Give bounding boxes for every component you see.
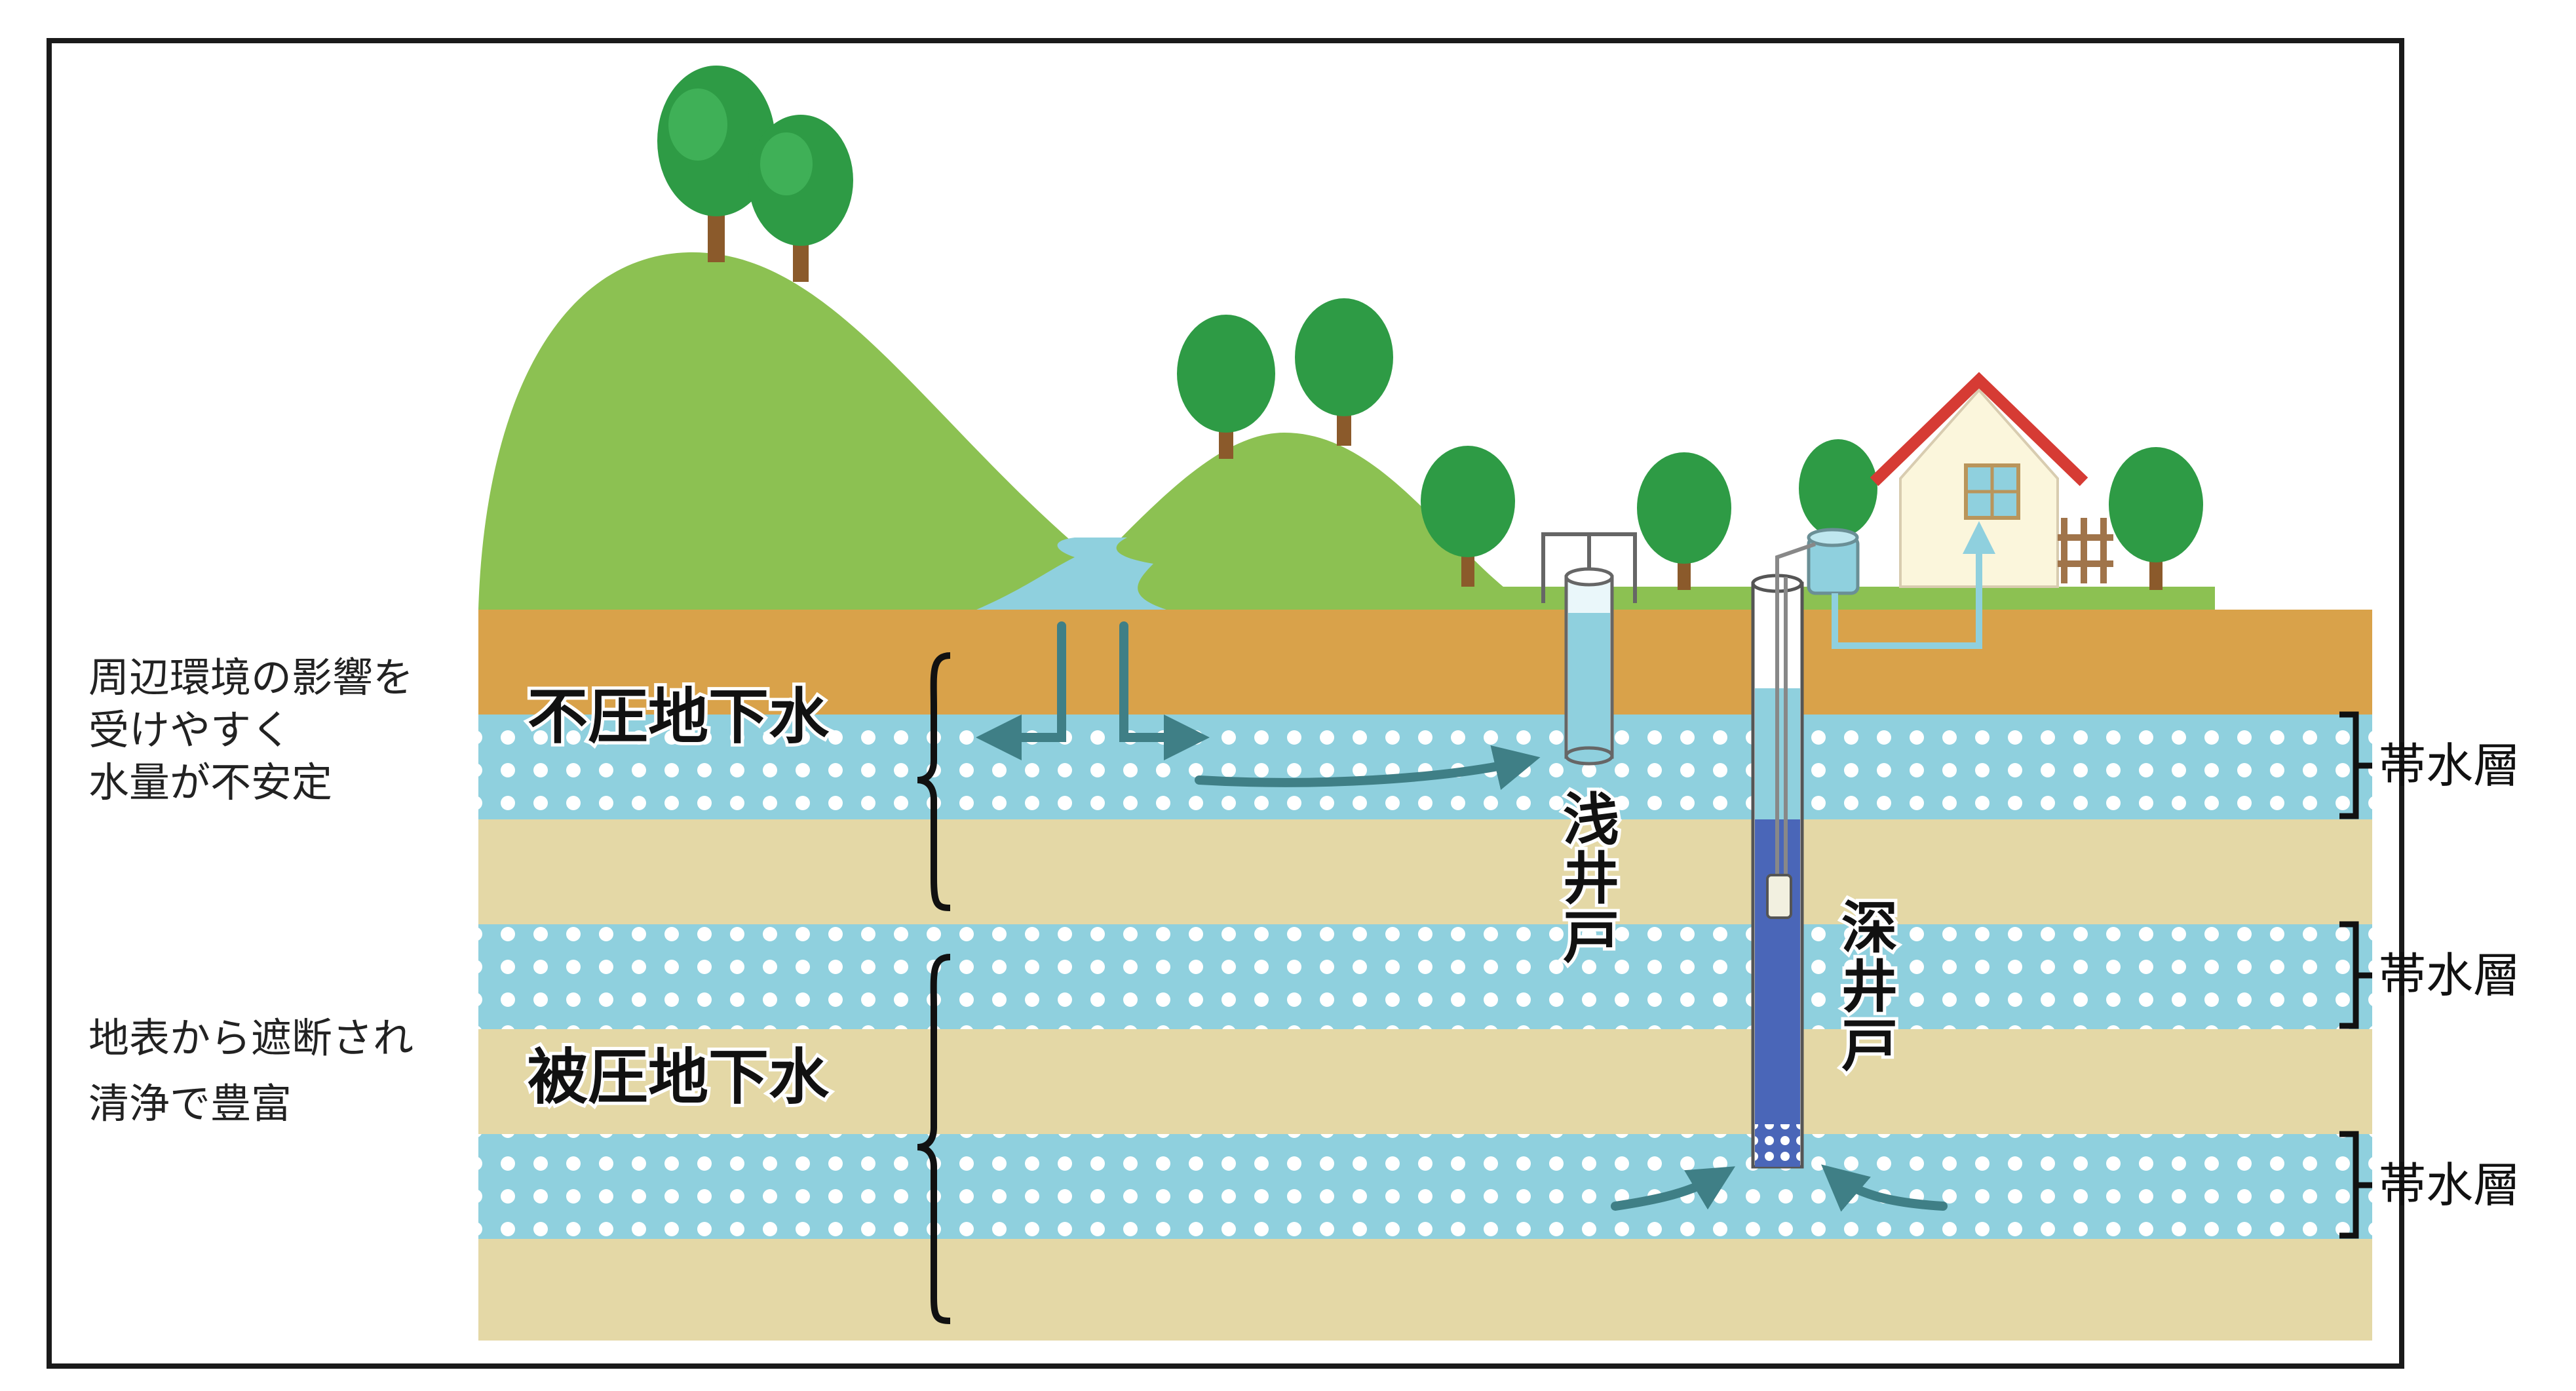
small-hill <box>1048 433 1507 610</box>
well-screen <box>1755 1124 1800 1167</box>
clay-layer-2 <box>478 1029 2372 1134</box>
aquifer-label-1: 帯水層 <box>2379 738 2520 793</box>
fence <box>2058 518 2113 583</box>
deep-well-label-3: 戸 <box>1841 1013 1898 1079</box>
deep-inflow-arrow-left <box>1611 1166 1736 1211</box>
deep-well <box>1751 542 1816 1169</box>
deep-well-label-2: 井 <box>1841 954 1898 1020</box>
confined-note-line-2: 清浄で豊富 <box>88 1080 292 1127</box>
aquifer-layer-1 <box>478 715 2372 819</box>
confined-groundwater-label: 被圧地下水 <box>528 1042 830 1112</box>
shallow-inflow-arrow <box>1195 745 1541 791</box>
aquifer-label-3: 帯水層 <box>2379 1158 2520 1213</box>
house-icon <box>1870 372 2113 588</box>
pump-icon <box>1766 874 1792 919</box>
tree-icon <box>1637 452 1731 590</box>
supply-pipe <box>1832 521 1995 649</box>
aquifer-layer-3 <box>478 1134 2372 1239</box>
aquifer-layer-2 <box>478 924 2372 1029</box>
recharge-arrow-right <box>1119 621 1210 760</box>
tree-icon <box>748 115 853 282</box>
recharge-arrow-left <box>976 621 1066 760</box>
tree-icon <box>2109 447 2203 590</box>
aquifer-brackets <box>2339 711 2372 1239</box>
shallow-well-label-3: 戸 <box>1563 905 1619 971</box>
unconfined-note-line-3: 水量が不安定 <box>88 758 332 806</box>
pump-pipe <box>1775 542 1816 875</box>
shallow-well <box>1541 532 1637 766</box>
hills <box>478 252 2215 613</box>
shallow-well-label-2: 井 <box>1563 846 1619 912</box>
shallow-well-label-1: 浅 <box>1563 787 1619 853</box>
clay-layer-3 <box>478 1239 2372 1341</box>
unconfined-note-line-1: 周辺環境の影響を <box>88 654 413 701</box>
brace-confined <box>917 954 951 1324</box>
river <box>976 538 1166 610</box>
topsoil-layer <box>478 610 2372 715</box>
unconfined-note-line-2: 受けやすく <box>88 706 292 754</box>
aquifer-label-2: 帯水層 <box>2379 948 2520 1003</box>
flow-arrows <box>976 621 1948 1212</box>
tree-icon <box>657 66 775 262</box>
water-tank-icon <box>1807 528 1860 595</box>
tree-icon <box>1421 446 1515 587</box>
deep-inflow-arrow-right <box>1821 1164 1948 1212</box>
brace-unconfined <box>917 652 951 911</box>
trees <box>657 66 2203 590</box>
tree-icon <box>1295 298 1393 446</box>
ground-layers <box>478 610 2372 1341</box>
deep-well-label-1: 深 <box>1841 895 1898 961</box>
tree-icon <box>1177 315 1275 459</box>
clay-layer-1 <box>478 819 2372 924</box>
big-hill <box>478 252 1114 610</box>
confined-note-line-1: 地表から遮断され <box>88 1014 413 1062</box>
unconfined-groundwater-label: 不圧地下水 <box>528 682 830 752</box>
